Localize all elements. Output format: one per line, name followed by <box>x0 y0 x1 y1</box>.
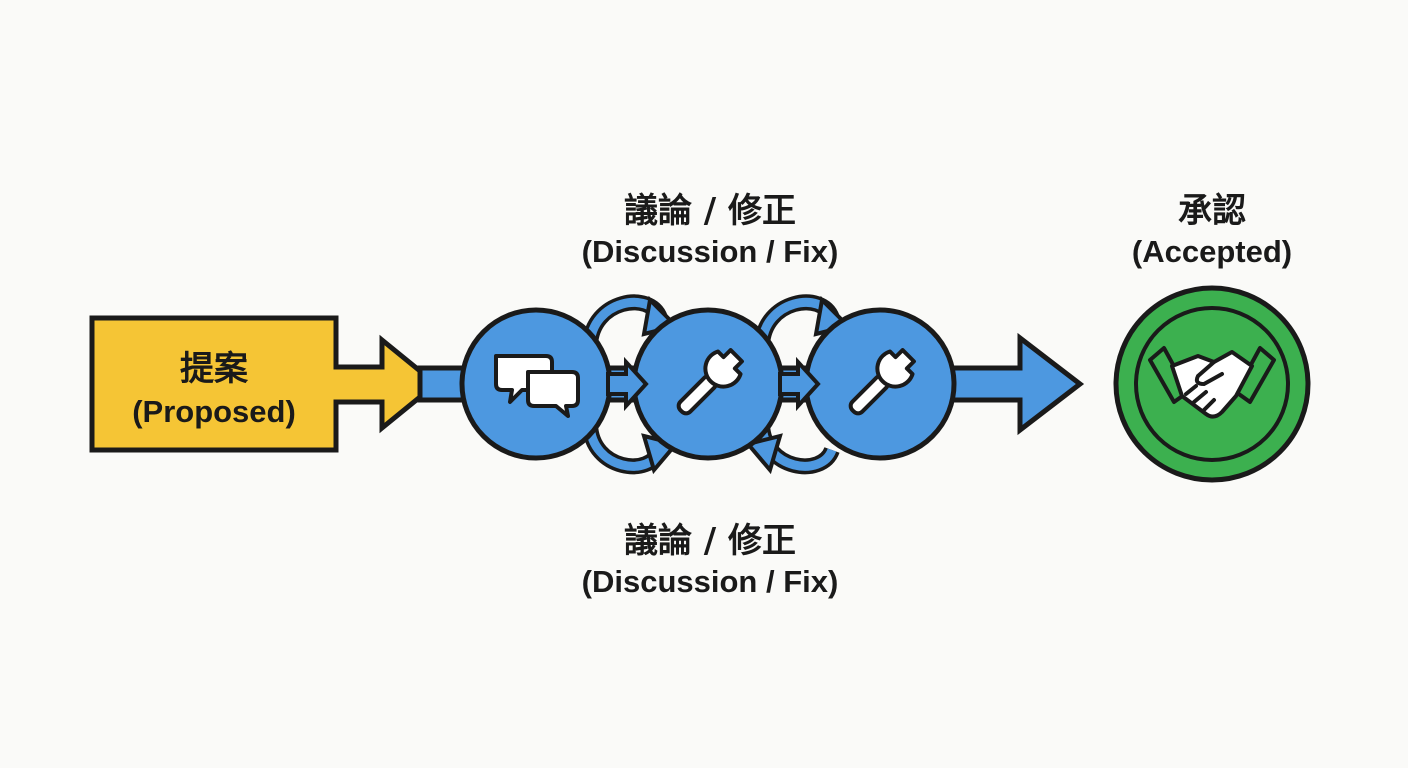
review-top-label-jp: 議論 / 修正 <box>624 191 796 231</box>
wrench-icon <box>848 348 916 416</box>
inner-arrow-2 <box>778 356 821 412</box>
proposed-label-jp: 提案 <box>180 349 249 389</box>
review-label-bottom: 議論 / 修正 (Discussion / Fix) <box>582 521 839 599</box>
accepted-label-en: (Accepted) <box>1132 234 1292 269</box>
review-top-label-en: (Discussion / Fix) <box>582 234 839 269</box>
review-label-top: 議論 / 修正 (Discussion / Fix) <box>582 191 839 269</box>
proposed-node: 提案 (Proposed) <box>89 315 440 453</box>
accepted-circle-inner <box>1134 306 1290 462</box>
accepted-label-jp: 承認 <box>1178 191 1246 231</box>
review-bottom-label-en: (Discussion / Fix) <box>582 564 839 599</box>
review-bottom-label-jp: 議論 / 修正 <box>624 521 796 561</box>
wrench-icon <box>676 348 744 416</box>
chat-bubbles-icon <box>494 354 580 418</box>
inner-arrow-1 <box>606 356 649 412</box>
proposed-label-en: (Proposed) <box>132 394 296 429</box>
review-flow <box>417 294 1085 475</box>
accepted-node: 承認 (Accepted) <box>1113 191 1311 483</box>
handshake-icon <box>1148 346 1276 419</box>
proposed-arrow-shape <box>89 315 440 453</box>
loop-arrowhead-bottom-2 <box>744 433 783 475</box>
